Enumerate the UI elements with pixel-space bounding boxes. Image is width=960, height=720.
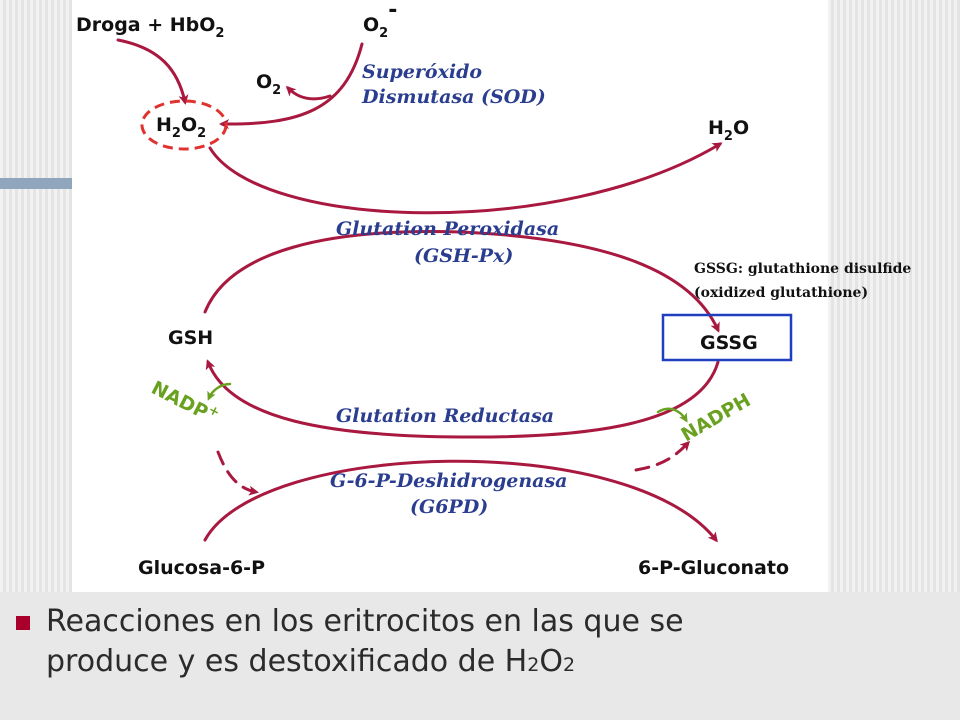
arrow-gssg-to-gsh xyxy=(205,359,720,439)
accent-bar xyxy=(0,178,72,189)
water-label: H2O xyxy=(708,117,749,144)
arrow-g6pd-to-nadph xyxy=(634,440,691,472)
h2o2-highlight-circle xyxy=(140,99,228,151)
sod-label-line1: Superóxido xyxy=(362,61,482,83)
glucosa-label: Glucosa-6-P xyxy=(138,557,265,579)
arrow-superoxide-to-o2 xyxy=(285,85,332,101)
nadp-release-arrow xyxy=(207,382,232,401)
g6pd-label-line2: (G6PD) xyxy=(410,496,488,518)
h2o2-label: H2O2 xyxy=(156,114,206,141)
arrow-superoxide-to-h2o2 xyxy=(219,42,364,130)
bullet-marker xyxy=(16,616,30,630)
superoxide-label: O2- xyxy=(363,0,397,41)
arrow-droga-to-h2o2 xyxy=(116,38,189,105)
nadp-label: NADP+ xyxy=(148,375,222,429)
gsh-label: GSH xyxy=(168,327,213,349)
gssg-label: GSSG xyxy=(700,332,758,354)
caption-line2: produce y es destoxificado de H2O2 xyxy=(46,644,576,679)
diagram-panel xyxy=(72,0,828,592)
slide-caption: Reacciones en los eritrocitos en las que… xyxy=(16,602,936,685)
gluconato-label: 6-P-Gluconato xyxy=(638,557,789,579)
arrow-gsh-to-gssg xyxy=(203,230,720,333)
gr-label: Glutation Reductasa xyxy=(336,405,554,427)
gpx-label-line1: Glutation Peroxidasa xyxy=(336,218,559,240)
nadph-consume-arrow xyxy=(656,407,688,423)
redox-pathway-diagram: Droga + HbO2 O2- O2 Superóxido Dismutasa… xyxy=(76,0,911,579)
gssg-highlight-box xyxy=(661,313,793,362)
oxygen-label: O2 xyxy=(256,71,281,98)
sod-label-line2: Dismutasa (SOD) xyxy=(361,86,546,108)
g6pd-label-line1: G-6-P-Deshidrogenasa xyxy=(330,470,567,492)
gssg-note-line1: GSSG: glutathione disulfide xyxy=(694,261,911,277)
droga-label: Droga + HbO2 xyxy=(76,14,224,41)
gpx-label-line2: (GSH-Px) xyxy=(414,245,513,267)
arrow-nadp-to-g6pd xyxy=(216,450,259,496)
gssg-note-line2: (oxidized glutathione) xyxy=(694,285,868,301)
caption-line1: Reacciones en los eritrocitos en las que… xyxy=(46,604,684,639)
caption-area xyxy=(0,592,960,720)
arrow-h2o2-to-h2o xyxy=(208,142,723,215)
arrow-glucosa-to-gluconato xyxy=(203,459,718,543)
nadph-label: NADPH xyxy=(678,389,755,446)
